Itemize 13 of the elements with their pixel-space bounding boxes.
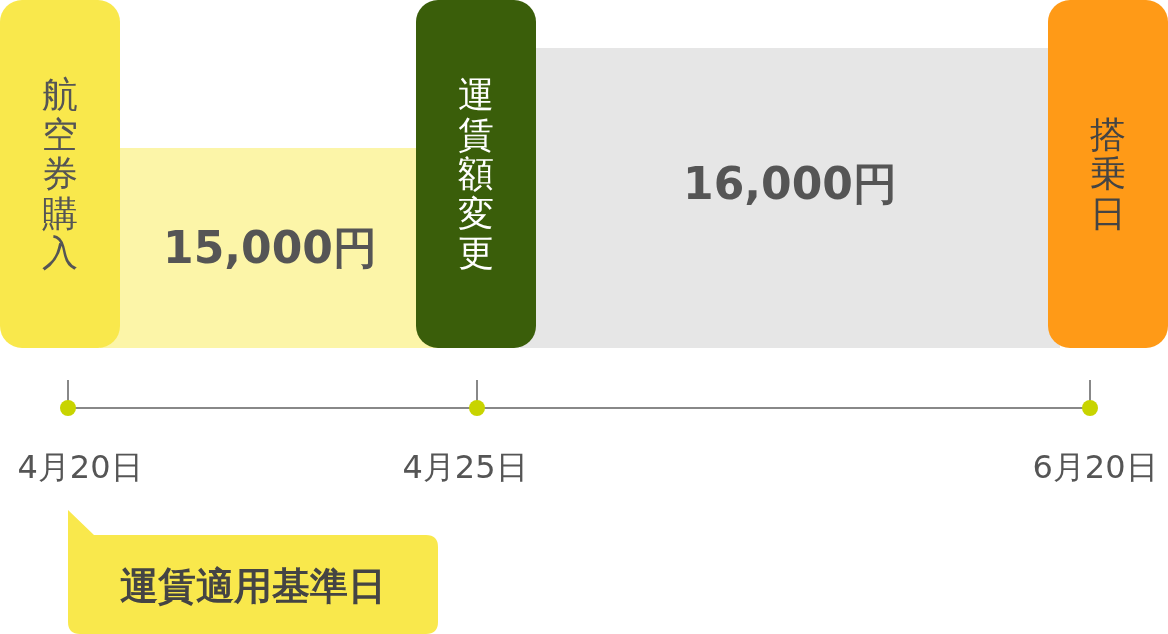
event-box: [416, 0, 536, 348]
price-label: 16,000円: [683, 156, 897, 211]
callout-text: 運賃適用基準日: [120, 562, 386, 610]
event-label: 運賃額変更: [458, 75, 494, 273]
event-label: 航空券購入: [42, 75, 78, 273]
event-box: [0, 0, 120, 348]
price-label: 15,000円: [163, 220, 377, 275]
date-label: 4月25日: [402, 447, 528, 488]
event-box: [1048, 0, 1168, 348]
callout-bubble: [68, 510, 438, 634]
date-label: 6月20日: [1032, 447, 1158, 488]
date-label: 4月20日: [17, 447, 143, 488]
event-label: 搭乗日: [1090, 114, 1126, 234]
